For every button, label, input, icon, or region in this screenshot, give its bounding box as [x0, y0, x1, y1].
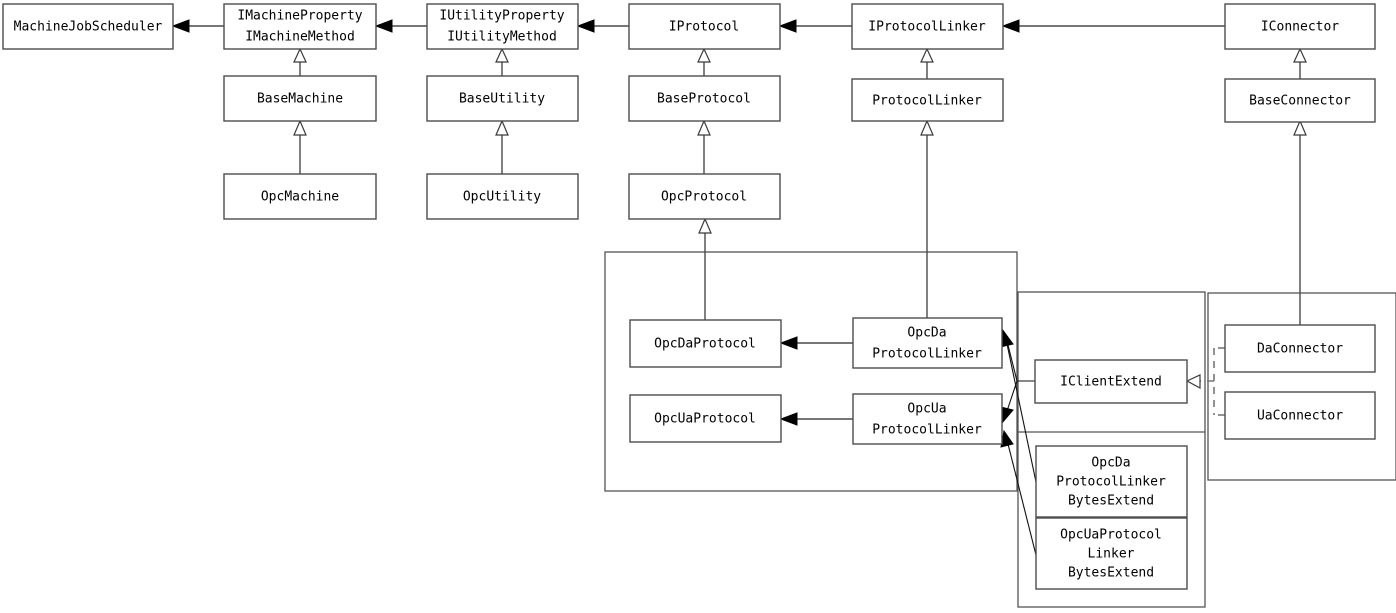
node-iconnector[interactable]: IConnector	[1224, 3, 1376, 50]
node-label-line2: Linker	[1088, 547, 1135, 562]
group-protocol-implementations	[604, 251, 1018, 492]
node-label: UaConnector	[1257, 409, 1343, 424]
node-iprotocol-linker[interactable]: IProtocolLinker	[851, 3, 1004, 50]
node-imachine-property-method[interactable]: IMachineProperty IMachineMethod	[223, 3, 377, 50]
node-label: ProtocolLinker	[872, 94, 982, 109]
node-label: OpcUtility	[463, 190, 541, 205]
node-label: OpcDaProtocol	[654, 337, 756, 352]
node-base-machine[interactable]: BaseMachine	[223, 75, 377, 122]
node-opc-da-protocol[interactable]: OpcDaProtocol	[629, 319, 782, 368]
node-label-line1: OpcDa	[907, 326, 946, 341]
edge-imachine-to-scheduler	[171, 19, 224, 33]
edge-connectors-realize-iclientextend	[1185, 347, 1225, 416]
edge-opcdaprotocollinker-generalization	[920, 119, 934, 318]
node-label-line2: ProtocolLinker	[872, 347, 982, 362]
node-label: IConnector	[1261, 20, 1339, 35]
node-opc-ua-protocol-linker[interactable]: OpcUa ProtocolLinker	[852, 393, 1003, 445]
node-da-connector[interactable]: DaConnector	[1224, 324, 1376, 373]
node-base-protocol[interactable]: BaseProtocol	[628, 75, 781, 122]
node-label: IProtocolLinker	[868, 20, 986, 35]
node-label-line3: BytesExtend	[1068, 494, 1154, 509]
edge-iconnector-to-iprotocollinker	[1001, 19, 1225, 33]
node-base-connector[interactable]: BaseConnector	[1224, 78, 1376, 123]
node-opc-utility[interactable]: OpcUtility	[426, 173, 579, 220]
node-label-line1: OpcUa	[907, 402, 946, 417]
edge-daconnector-to-baseconnector	[1293, 119, 1307, 325]
node-label: BaseMachine	[257, 92, 343, 107]
node-label: IClientExtend	[1060, 375, 1162, 390]
node-label-line2: ProtocolLinker	[1056, 475, 1166, 490]
edge-opcualinker-to-opcuaprotocol	[779, 412, 853, 426]
edge-baseconnector-generalization	[1293, 47, 1307, 79]
group-connectors	[1207, 292, 1396, 481]
edge-baseprotocol-generalization	[697, 47, 711, 76]
node-label-line1: OpcUaProtocol	[1060, 528, 1162, 543]
node-label-line1: IUtilityProperty	[439, 9, 564, 24]
node-label: OpcProtocol	[661, 190, 747, 205]
node-opc-da-protocol-linker-bytes-extend[interactable]: OpcDa ProtocolLinker BytesExtend	[1035, 445, 1188, 518]
node-label-line3: BytesExtend	[1068, 566, 1154, 581]
edge-opcdaprotocol-generalization	[698, 217, 712, 320]
group-client-extend	[1017, 291, 1206, 608]
edge-protocollinker-generalization	[920, 47, 934, 79]
node-opc-ua-protocol[interactable]: OpcUaProtocol	[629, 394, 782, 443]
edge-opcprotocol-generalization	[697, 119, 711, 174]
node-label: BaseUtility	[459, 92, 545, 107]
edge-basemachine-generalization	[293, 47, 307, 76]
node-opc-machine[interactable]: OpcMachine	[223, 173, 377, 220]
node-label-line1: OpcDa	[1091, 456, 1130, 471]
node-opc-protocol[interactable]: OpcProtocol	[628, 173, 781, 220]
node-iutility-property-method[interactable]: IUtilityProperty IUtilityMethod	[426, 3, 579, 50]
edge-iutility-to-imachine	[374, 19, 427, 33]
node-label: BaseProtocol	[657, 92, 751, 107]
node-label: IProtocol	[669, 20, 739, 35]
node-opc-da-protocol-linker[interactable]: OpcDa ProtocolLinker	[852, 317, 1003, 369]
node-label-line2: ProtocolLinker	[872, 423, 982, 438]
edge-iclientextend-to-opcualinker	[1000, 380, 1018, 425]
node-protocol-linker[interactable]: ProtocolLinker	[851, 78, 1004, 122]
node-label: OpcUaProtocol	[654, 412, 756, 427]
node-machine-job-scheduler[interactable]: MachineJobScheduler	[2, 3, 174, 50]
node-label-line2: IMachineMethod	[245, 30, 355, 45]
node-base-utility[interactable]: BaseUtility	[426, 75, 579, 122]
node-label: BaseConnector	[1249, 94, 1351, 109]
node-label: MachineJobScheduler	[14, 20, 163, 35]
edge-iprotocol-to-iutility	[576, 19, 629, 33]
edge-opcdalinker-to-opcdaprotocol	[779, 336, 853, 350]
node-label-line2: IUtilityMethod	[447, 30, 557, 45]
node-opc-ua-protocol-linker-bytes-extend[interactable]: OpcUaProtocol Linker BytesExtend	[1035, 517, 1188, 590]
edge-baseutility-generalization	[495, 47, 509, 76]
edge-iprotocollinker-to-iprotocol	[778, 19, 852, 33]
node-iclient-extend[interactable]: IClientExtend	[1034, 359, 1188, 404]
edge-opcmachine-generalization	[293, 119, 307, 174]
node-iprotocol[interactable]: IProtocol	[628, 3, 781, 50]
node-label: DaConnector	[1257, 342, 1343, 357]
node-label: OpcMachine	[261, 190, 339, 205]
node-label-line1: IMachineProperty	[237, 9, 362, 24]
node-ua-connector[interactable]: UaConnector	[1224, 391, 1376, 440]
edge-opcutility-generalization	[495, 119, 509, 174]
